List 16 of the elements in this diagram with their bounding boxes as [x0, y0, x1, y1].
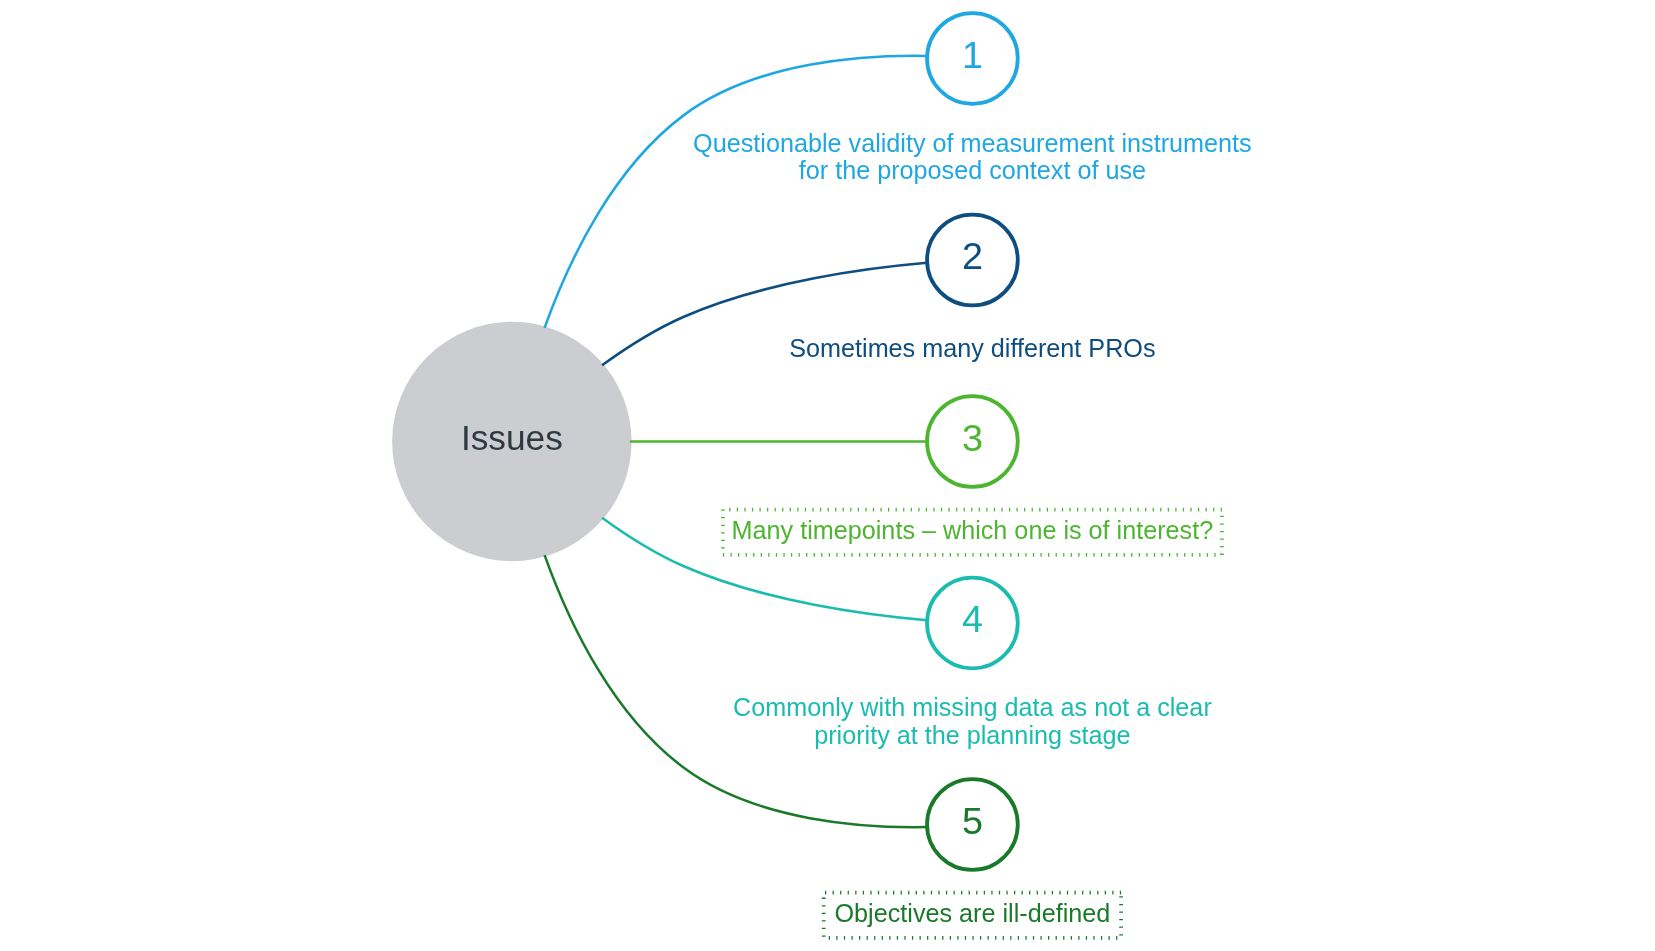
node-circle: 4 — [925, 575, 1020, 671]
node-label: Sometimes many different PROs — [789, 334, 1156, 363]
connector — [543, 554, 928, 829]
connector — [601, 261, 928, 367]
node-box: Many timepoints – which one is of interest? — [721, 507, 1224, 557]
connector — [629, 440, 927, 443]
node-circle: 1 — [925, 11, 1020, 106]
node-label: Questionable validity of measurement instruments for the proposed context of use — [693, 128, 1252, 185]
connector — [601, 516, 928, 622]
node-circle: 2 — [925, 212, 1020, 308]
node-circle: 5 — [925, 777, 1020, 872]
node-circle: 3 — [925, 394, 1020, 489]
connector — [543, 54, 928, 329]
node-box: Objectives are ill-defined — [821, 890, 1123, 940]
node-circle: Issues — [392, 321, 632, 562]
node-label: Commonly with missing data as not a clear priority at the planning stage — [733, 693, 1212, 749]
